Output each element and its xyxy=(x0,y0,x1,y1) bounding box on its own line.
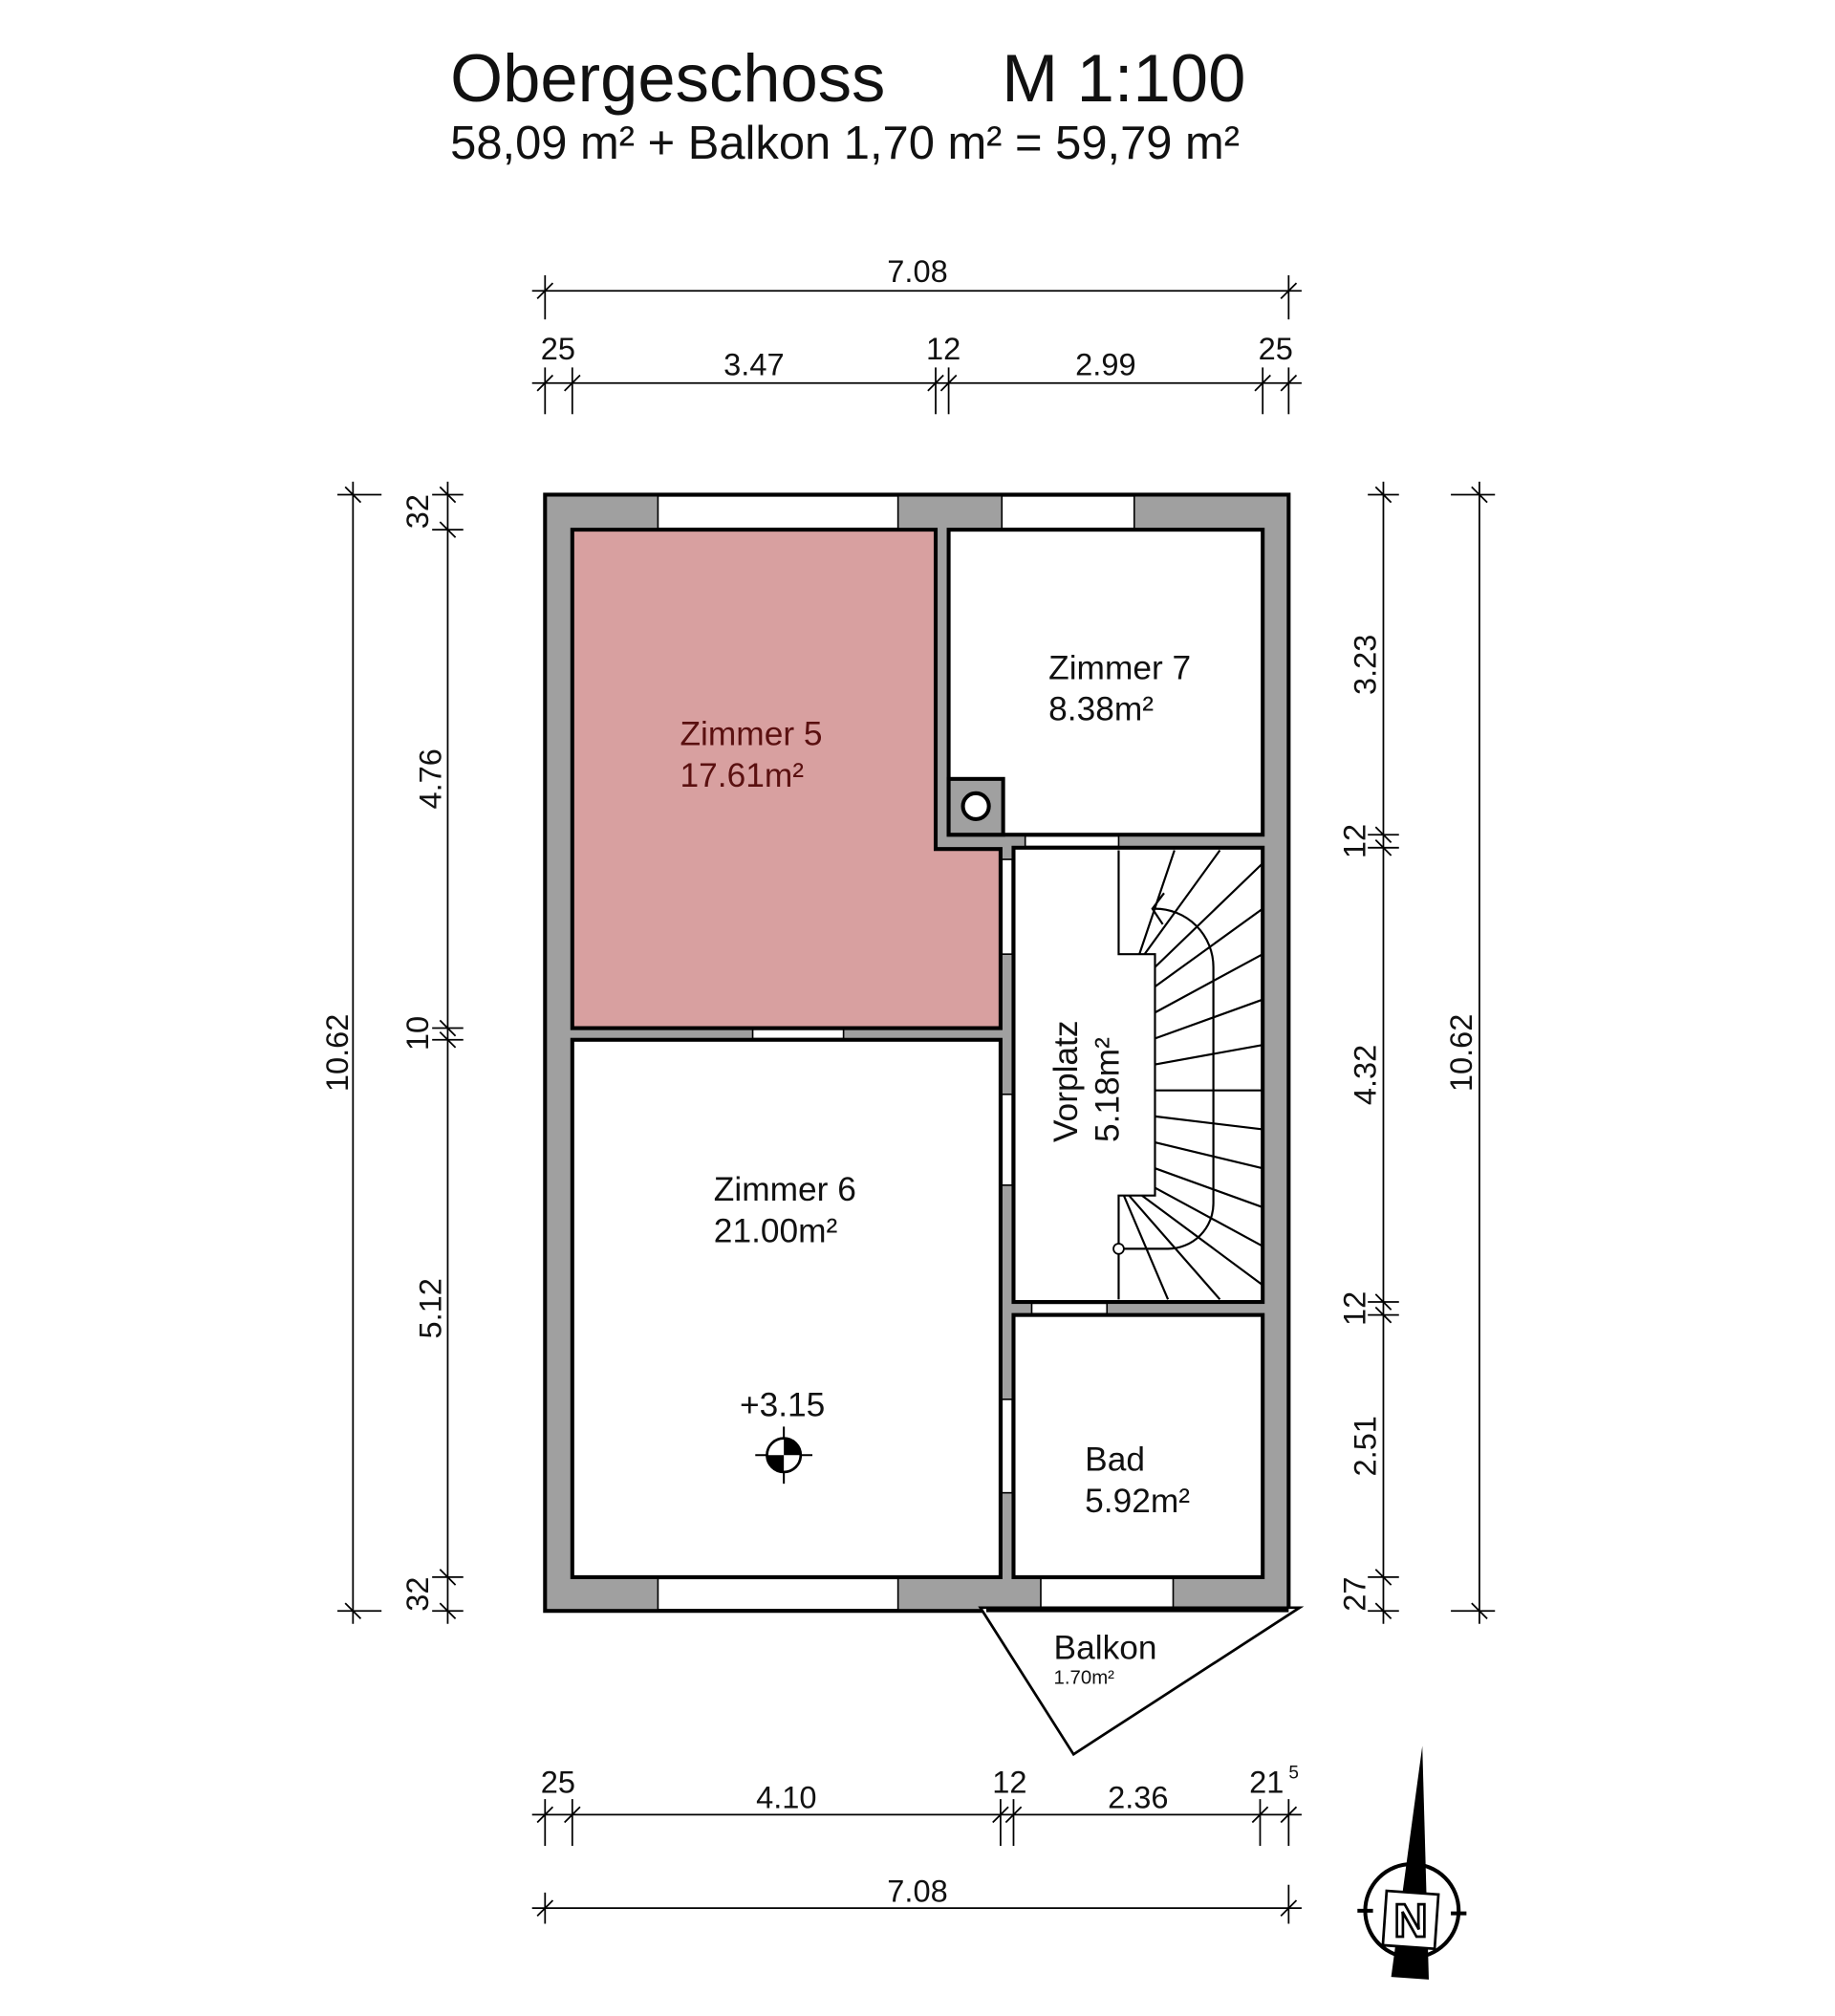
svg-text:27: 27 xyxy=(1337,1576,1371,1611)
dim-tick xyxy=(1280,374,1298,392)
dim-tick xyxy=(1374,1569,1392,1586)
svg-text:N: N xyxy=(1393,1896,1427,1947)
area-summary: 58,09 m² + Balkon 1,70 m² = 59,79 m² xyxy=(450,118,1240,169)
zimmer-5-name: Zimmer 5 xyxy=(680,716,823,753)
balkon-name: Balkon xyxy=(1054,1629,1157,1666)
dim-bottom-chain: 25 4.10 12 2.36 21 5 xyxy=(531,1763,1302,1846)
level-marker-icon xyxy=(755,1426,813,1485)
svg-text:3.47: 3.47 xyxy=(723,348,784,382)
room-zimmer-6 xyxy=(570,1037,1003,1579)
vorplatz-area: 5.18m² xyxy=(1089,1037,1126,1142)
dim-tick xyxy=(1254,374,1271,392)
zimmer-7-area: 8.38m² xyxy=(1048,691,1154,728)
svg-text:10.62: 10.62 xyxy=(320,1014,355,1093)
dim-left-chain: 32 4.76 10 5.12 32 xyxy=(400,481,464,1624)
dim-tick xyxy=(439,1602,457,1619)
bad-name: Bad xyxy=(1085,1442,1145,1479)
room-vorplatz xyxy=(1011,845,1265,1305)
svg-text:7.08: 7.08 xyxy=(887,1874,947,1908)
svg-text:25: 25 xyxy=(1259,332,1293,366)
north-arrow-icon: N xyxy=(1357,1745,1467,1980)
dim-tick xyxy=(439,521,457,538)
dimensions: 7.08 25 3.47 12 2.99 25 25 4.10 12 2.36 … xyxy=(320,254,1496,1924)
svg-text:5: 5 xyxy=(1288,1763,1299,1783)
zimmer-7-name: Zimmer 7 xyxy=(1048,649,1191,686)
svg-text:25: 25 xyxy=(541,332,575,366)
floor-title: Obergeschoss xyxy=(450,40,885,116)
chimney-flue-icon xyxy=(961,791,991,821)
balkon-area: 1.70m² xyxy=(1054,1667,1115,1688)
dim-right-total: 10.62 xyxy=(1444,481,1496,1624)
svg-text:12: 12 xyxy=(926,332,961,366)
dim-tick xyxy=(564,374,581,392)
zimmer-6-area: 21.00m² xyxy=(714,1213,838,1250)
dim-tick xyxy=(439,1030,457,1049)
dim-tick xyxy=(1374,1602,1392,1619)
dim-tick xyxy=(927,374,944,392)
openings xyxy=(657,495,1175,1611)
dim-tick xyxy=(1374,1306,1392,1324)
dim-tick xyxy=(536,374,554,392)
svg-text:4.76: 4.76 xyxy=(414,748,448,809)
dim-left-total: 10.62 xyxy=(320,481,382,1624)
svg-text:3.23: 3.23 xyxy=(1348,635,1382,695)
dim-bottom-total: 7.08 xyxy=(531,1874,1302,1924)
svg-text:12: 12 xyxy=(1337,824,1371,858)
dim-tick xyxy=(1251,1806,1269,1824)
dim-tick xyxy=(439,1019,457,1037)
dim-tick xyxy=(1374,1293,1392,1311)
zimmer-6-name: Zimmer 6 xyxy=(714,1171,856,1208)
dim-tick xyxy=(1374,839,1392,856)
dim-tick xyxy=(536,1806,554,1824)
room-bad xyxy=(1011,1312,1265,1579)
zimmer-5-area: 17.61m² xyxy=(680,757,805,794)
dim-tick xyxy=(1280,1806,1298,1824)
dim-tick xyxy=(1374,486,1392,504)
svg-text:10: 10 xyxy=(400,1016,435,1051)
svg-text:5.12: 5.12 xyxy=(414,1278,448,1338)
dim-tick xyxy=(564,1806,581,1824)
vorplatz-name: Vorplatz xyxy=(1047,1020,1085,1142)
svg-text:7.08: 7.08 xyxy=(887,254,947,289)
svg-text:32: 32 xyxy=(400,494,435,529)
dim-tick xyxy=(939,374,958,392)
staircase xyxy=(1112,849,1263,1301)
svg-text:2.99: 2.99 xyxy=(1075,348,1135,382)
scale-label: M 1:100 xyxy=(1002,40,1245,116)
svg-text:10.62: 10.62 xyxy=(1444,1014,1479,1093)
dim-tick xyxy=(992,1806,1009,1824)
dim-tick xyxy=(1374,826,1392,843)
bad-area: 5.92m² xyxy=(1085,1483,1190,1520)
dim-tick xyxy=(439,1569,457,1586)
svg-text:32: 32 xyxy=(400,1576,435,1611)
svg-text:2.36: 2.36 xyxy=(1108,1781,1168,1815)
svg-text:12: 12 xyxy=(992,1765,1026,1799)
svg-text:21: 21 xyxy=(1249,1765,1284,1799)
level-label: +3.15 xyxy=(740,1387,825,1424)
dim-tick xyxy=(439,486,457,504)
svg-text:2.51: 2.51 xyxy=(1348,1416,1382,1476)
room-zimmer-5 xyxy=(570,528,1003,1030)
svg-text:4.10: 4.10 xyxy=(756,1781,816,1815)
dim-tick xyxy=(1004,1806,1023,1824)
dim-top-chain: 25 3.47 12 2.99 25 xyxy=(531,332,1302,415)
dim-right-chain: 3.23 12 4.32 12 2.51 27 xyxy=(1337,481,1399,1624)
svg-text:25: 25 xyxy=(541,1765,575,1799)
svg-text:12: 12 xyxy=(1337,1291,1371,1326)
dim-top-total: 7.08 xyxy=(531,254,1302,320)
svg-text:4.32: 4.32 xyxy=(1348,1045,1382,1105)
